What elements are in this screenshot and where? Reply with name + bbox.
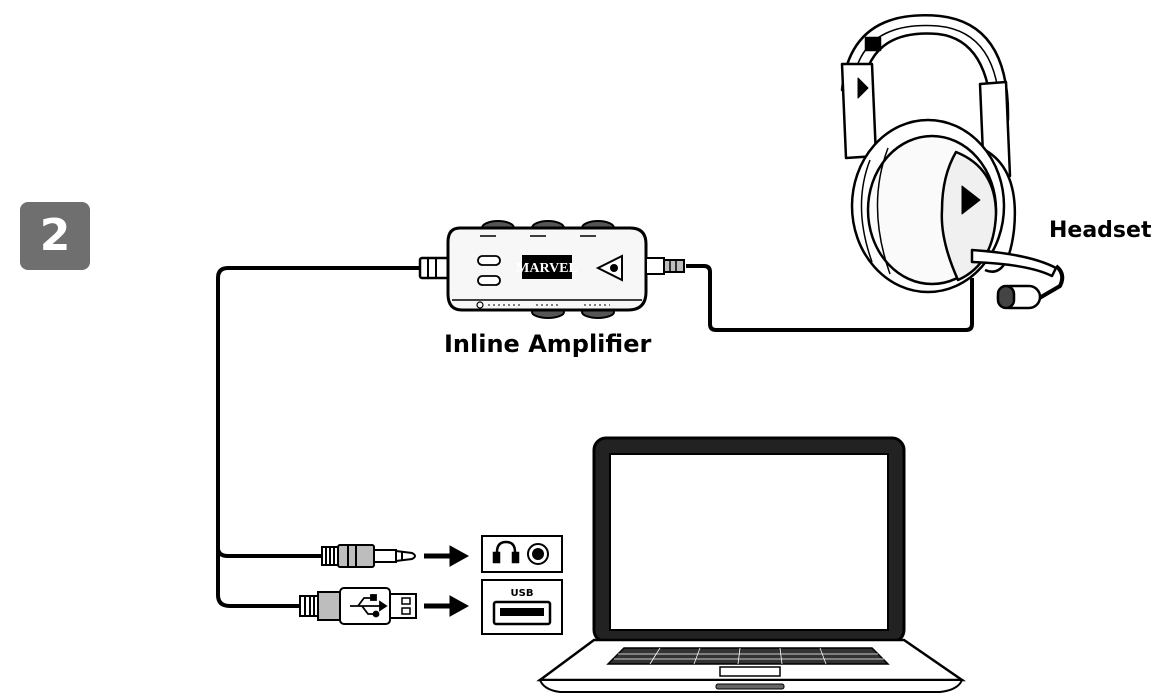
amp-right-jack xyxy=(645,257,665,275)
audio-plug xyxy=(321,544,416,568)
headphones-icon xyxy=(492,540,520,564)
step-number: 2 xyxy=(39,210,71,261)
amp-to-headset-cable xyxy=(686,264,974,332)
headset-brand-patch xyxy=(864,36,882,52)
headset-slider-logo-icon xyxy=(857,77,869,99)
usb-plug xyxy=(299,587,417,625)
amp-to-computer-cable xyxy=(216,266,422,608)
laptop xyxy=(536,436,967,693)
headset-mic-boom xyxy=(970,248,1058,278)
headset-left-slider xyxy=(840,62,878,160)
arrow-right-icon xyxy=(424,545,470,567)
arrow-right-icon xyxy=(424,595,470,617)
laptop-trackpad xyxy=(719,666,781,677)
laptop-keyboard xyxy=(606,647,890,665)
audio-branch-cable xyxy=(216,547,322,558)
headset xyxy=(840,14,1065,310)
amp-button-1 xyxy=(477,255,501,266)
headset-earcup-logo-icon xyxy=(961,185,981,215)
inline-amplifier-label: Inline Amplifier xyxy=(444,330,652,358)
inline-amplifier: MARVEL xyxy=(418,220,685,319)
usb-port-label: USB xyxy=(511,588,534,599)
amp-button-2 xyxy=(477,275,501,286)
usb-port-panel: USB xyxy=(481,579,563,635)
step-badge: 2 xyxy=(20,202,90,270)
usb-icon xyxy=(350,594,388,618)
marvel-logo xyxy=(522,255,572,279)
cables xyxy=(216,264,974,608)
headset-earcup-plate xyxy=(940,150,998,282)
laptop-screen xyxy=(609,453,889,631)
marvel-logo-text: MARVEL xyxy=(516,261,578,276)
amp-left-connector xyxy=(418,256,450,280)
headphone-port-panel xyxy=(481,535,563,573)
headset-label: Headset xyxy=(1049,218,1152,243)
